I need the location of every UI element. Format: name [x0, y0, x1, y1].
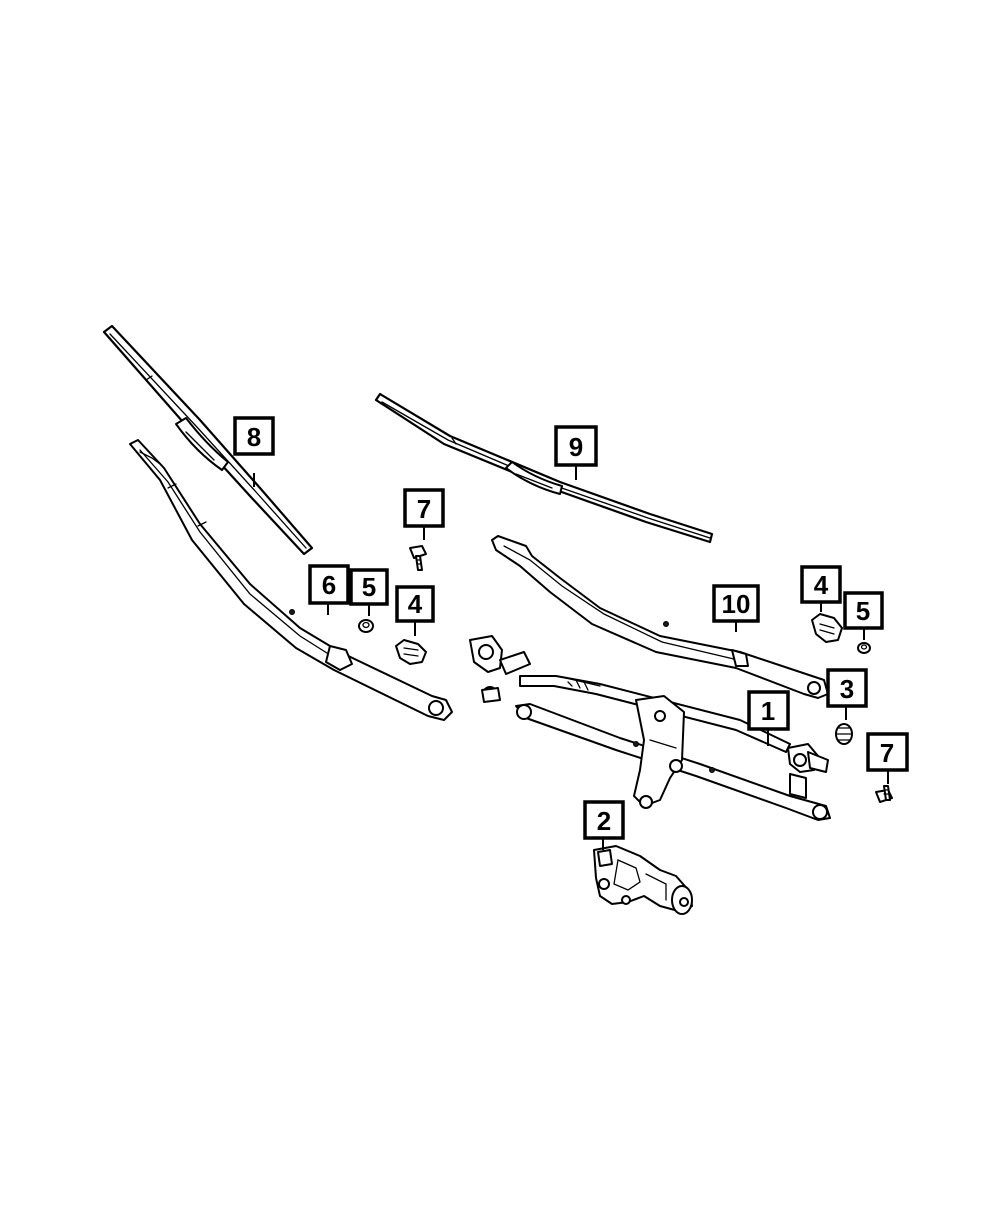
bolt-lower	[875, 785, 893, 803]
callout-7-upper: 7	[403, 488, 445, 528]
left-wiper-arm	[129, 439, 453, 721]
svg-text:9: 9	[569, 432, 583, 462]
wiper-motor	[593, 845, 693, 915]
bolt-upper	[409, 545, 427, 571]
svg-text:7: 7	[880, 738, 894, 768]
svg-text:5: 5	[856, 596, 870, 626]
svg-text:10: 10	[722, 589, 751, 619]
leader-lines	[253, 466, 889, 850]
right-wiper-blade	[374, 392, 714, 544]
svg-text:1: 1	[761, 696, 775, 726]
callout-4-right: 4	[800, 565, 842, 604]
svg-text:2: 2	[597, 806, 611, 836]
svg-text:8: 8	[247, 422, 261, 452]
nut-right	[857, 642, 871, 654]
arm-nut-cap-left	[395, 639, 427, 665]
wiper-linkage-assembly	[469, 635, 831, 821]
nut-left	[358, 619, 374, 633]
callout-9: 9	[554, 425, 598, 467]
svg-text:6: 6	[322, 570, 336, 600]
callout-6: 6	[308, 564, 350, 605]
svg-text:4: 4	[814, 570, 829, 600]
callout-8: 8	[233, 416, 275, 456]
svg-text:7: 7	[417, 494, 431, 524]
svg-text:3: 3	[840, 674, 854, 704]
callout-5-right: 5	[843, 591, 884, 630]
right-wiper-arm	[491, 535, 829, 699]
callout-10: 10	[712, 584, 760, 623]
callout-2: 2	[583, 800, 625, 840]
callout-4-left: 4	[395, 585, 435, 623]
callout-5-left: 5	[349, 568, 389, 606]
arm-nut-cap-right	[811, 613, 843, 643]
callout-7-lower: 7	[866, 732, 909, 772]
callout-1: 1	[747, 690, 790, 731]
svg-text:5: 5	[362, 572, 376, 602]
grommet	[835, 723, 853, 745]
callout-3: 3	[826, 668, 868, 708]
svg-text:4: 4	[408, 589, 423, 619]
left-wiper-blade	[102, 324, 314, 556]
